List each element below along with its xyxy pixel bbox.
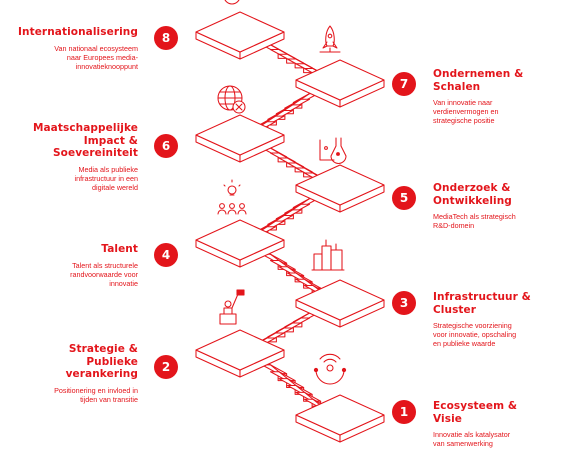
landing-top [195,219,285,261]
step-title: Onderzoek &Ontwikkeling [433,182,553,207]
step-description-line: en publieke waarde [433,339,496,348]
flag-podium-icon [219,289,245,325]
step-title: Internationalisering [0,26,138,39]
globe-icon [224,0,240,5]
step-description-line: MediaTech als strategisch [433,212,516,221]
step-description-line: Positionering en invloed in [54,385,138,395]
step-title-line: Visie [433,412,463,425]
staircase [195,11,385,443]
step-description-line: Talent als structurele [72,260,138,270]
step-title-line: Ondernemen & [433,68,524,80]
step-number-badge: 4 [154,243,178,267]
globe-shield-icon [217,85,246,114]
landing-5 [295,164,385,213]
step-description-line: R&D-domein [433,221,475,230]
step-title-line: Infrastructuur & [433,291,531,303]
step-title-line: verankering [65,368,138,380]
landing-7 [295,59,385,108]
step-title: Infrastructuur &Cluster [433,291,553,316]
step-title-line: Cluster [433,303,477,316]
step-title-line: Maatschappelijke [32,122,138,134]
step-description-line: verdienvermogen en [433,107,499,116]
lab-flask-icon [319,137,347,164]
step-title-line: Publieke [86,355,138,368]
step-title-line: Onderzoek & [433,182,511,194]
step-title: Talent [0,243,138,256]
step-description-line: Van innovatie naar [433,98,493,107]
step-number-badge: 7 [392,72,416,96]
step-description-line: strategische positie [433,116,495,125]
step-title-line: Talent [101,243,138,255]
landing-8 [195,11,285,60]
step-title: Ecosysteem &Visie [433,400,553,425]
step-title-line: Ontwikkeling [433,194,512,207]
step-number-badge: 1 [392,400,416,424]
step-description-line: randvoorwaarde voor [70,269,138,279]
landing-3 [295,279,385,328]
step-number-badge: 3 [392,291,416,315]
step-title-line: Soevereiniteit [53,147,138,159]
people-idea-icon [217,179,247,215]
landing-top [295,394,385,436]
rocket-icon [319,25,341,53]
step-description-line: voor innovatie, opschaling [433,330,517,339]
step-number-badge: 5 [392,186,416,210]
step-description-line: van samenwerking [433,439,493,448]
step-number-badge: 2 [154,355,178,379]
step-description-line: infrastructuur in een [74,173,138,183]
network-icon [313,353,347,385]
landing-1 [295,394,385,443]
step-description-line: Innovatie als katalysator [433,430,511,439]
step-number-badge: 8 [154,26,178,50]
step-description-line: innovatieknooppunt [75,61,138,71]
step-description-line: digitale wereld [92,182,138,192]
landing-top [295,164,385,206]
stair-rail [261,357,331,414]
city-buildings-icon [311,239,345,271]
landing-top [295,279,385,321]
landing-top [295,59,385,101]
landing-2 [195,329,285,378]
step-description-line: Van nationaal ecosysteem [54,43,138,53]
step-title-line: Impact & [83,134,138,147]
step-title-line: Schalen [433,80,481,93]
step-title-line: Strategie & [68,343,138,355]
landing-top [195,11,285,53]
step-description-line: Media als publieke [78,164,138,174]
step-title-line: Ecosysteem & [433,400,518,412]
landing-top [195,329,285,371]
step-description-line: tijden van transitie [80,394,138,404]
step-description-line: Strategische voorziening [433,321,512,330]
landing-6 [195,114,285,163]
landing-4 [195,219,285,268]
step-description-line: innovatie [109,278,138,288]
step-title: Ondernemen &Schalen [433,68,553,93]
step-description-line: naar Europees media- [66,52,138,62]
step-title-line: Internationalisering [18,26,138,38]
step-number-badge: 6 [154,134,178,158]
landing-top [195,114,285,156]
step-icons [217,0,347,385]
